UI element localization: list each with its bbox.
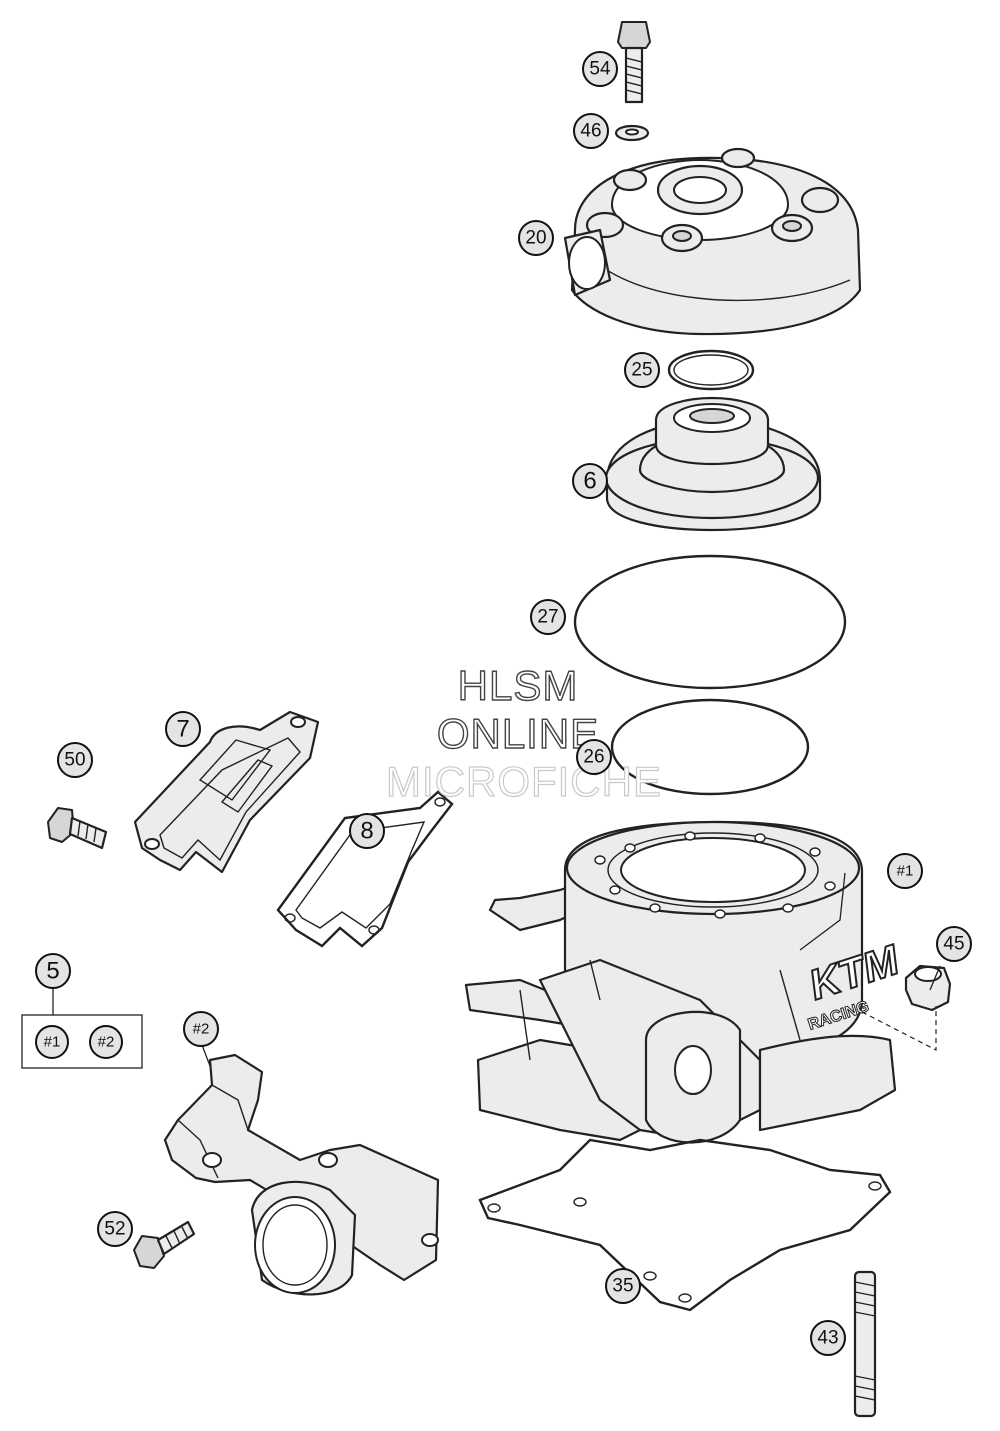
callout-35-label: 35 bbox=[612, 1276, 633, 1297]
callout-45-label: 45 bbox=[943, 934, 964, 955]
part-35-base-gasket[interactable] bbox=[478, 1138, 892, 1312]
part-1-cylinder-assembly[interactable]: KTM RACING bbox=[464, 820, 906, 1144]
part-26-o-ring[interactable] bbox=[610, 698, 810, 796]
callout-5-sub-2-label: #2 bbox=[98, 1034, 115, 1051]
watermark: HLSM ONLINE MICROFICHE bbox=[385, 661, 662, 805]
watermark-line-1: HLSM bbox=[458, 662, 579, 709]
callout-7[interactable]: 7 bbox=[165, 711, 201, 747]
callout-5-sub-1[interactable]: #1 bbox=[35, 1025, 69, 1059]
watermark-line-3: MICROFICHE bbox=[386, 758, 662, 805]
callout-43[interactable]: 43 bbox=[810, 1320, 846, 1356]
callout-6-label: 6 bbox=[583, 468, 596, 495]
part-54-bolt[interactable] bbox=[617, 21, 651, 104]
callout-54[interactable]: 54 bbox=[582, 51, 618, 87]
part-27-gasket-ring[interactable] bbox=[573, 554, 847, 690]
part-20-cylinder-head[interactable] bbox=[563, 147, 862, 336]
callout-20-label: 20 bbox=[525, 228, 546, 249]
callout-20[interactable]: 20 bbox=[518, 220, 554, 256]
callout-27[interactable]: 27 bbox=[530, 599, 566, 635]
callout-1-label: #1 bbox=[897, 863, 914, 880]
callout-50-label: 50 bbox=[64, 750, 85, 771]
part-52-bolt[interactable] bbox=[133, 1220, 196, 1269]
part-45-nut[interactable] bbox=[904, 964, 952, 1012]
part-50-bolt[interactable] bbox=[47, 807, 108, 850]
callout-50[interactable]: 50 bbox=[57, 742, 93, 778]
callout-46-label: 46 bbox=[580, 121, 601, 142]
callout-45[interactable]: 45 bbox=[936, 926, 972, 962]
leader-lines bbox=[201, 872, 941, 1067]
callout-5-sub-2[interactable]: #2 bbox=[89, 1025, 123, 1059]
part-43-stud[interactable] bbox=[853, 1270, 877, 1418]
callout-25-label: 25 bbox=[631, 360, 652, 381]
callout-2[interactable]: #2 bbox=[183, 1011, 219, 1047]
callout-52-label: 52 bbox=[104, 1219, 125, 1240]
callout-26[interactable]: 26 bbox=[576, 739, 612, 775]
part-25-o-ring[interactable] bbox=[667, 349, 755, 391]
callout-25[interactable]: 25 bbox=[624, 352, 660, 388]
callout-26-label: 26 bbox=[583, 747, 604, 768]
callout-7-label: 7 bbox=[176, 716, 189, 743]
callout-5-sub-1-label: #1 bbox=[44, 1034, 61, 1051]
watermark-line-2: ONLINE bbox=[437, 710, 599, 757]
callout-54-label: 54 bbox=[589, 59, 611, 80]
callout-43-label: 43 bbox=[817, 1328, 838, 1349]
part-7-reed-cover[interactable] bbox=[133, 710, 320, 874]
callout-52[interactable]: 52 bbox=[97, 1211, 133, 1247]
callout-1[interactable]: #1 bbox=[887, 853, 923, 889]
part-8-gasket[interactable] bbox=[276, 790, 454, 948]
part-46-washer[interactable] bbox=[614, 124, 650, 142]
callout-5[interactable]: 5 bbox=[35, 953, 71, 989]
callout-6[interactable]: 6 bbox=[572, 463, 608, 499]
callout-46[interactable]: 46 bbox=[573, 113, 609, 149]
part-2-intake-manifold[interactable] bbox=[163, 1053, 440, 1296]
kit-5-box bbox=[21, 988, 143, 1069]
callout-35[interactable]: 35 bbox=[605, 1268, 641, 1304]
callout-5-label: 5 bbox=[46, 958, 59, 985]
part-6-combustion-insert[interactable] bbox=[604, 396, 822, 532]
callout-8[interactable]: 8 bbox=[349, 813, 385, 849]
callout-2-label: #2 bbox=[193, 1021, 210, 1038]
callout-8-label: 8 bbox=[360, 818, 373, 845]
callout-27-label: 27 bbox=[537, 607, 558, 628]
